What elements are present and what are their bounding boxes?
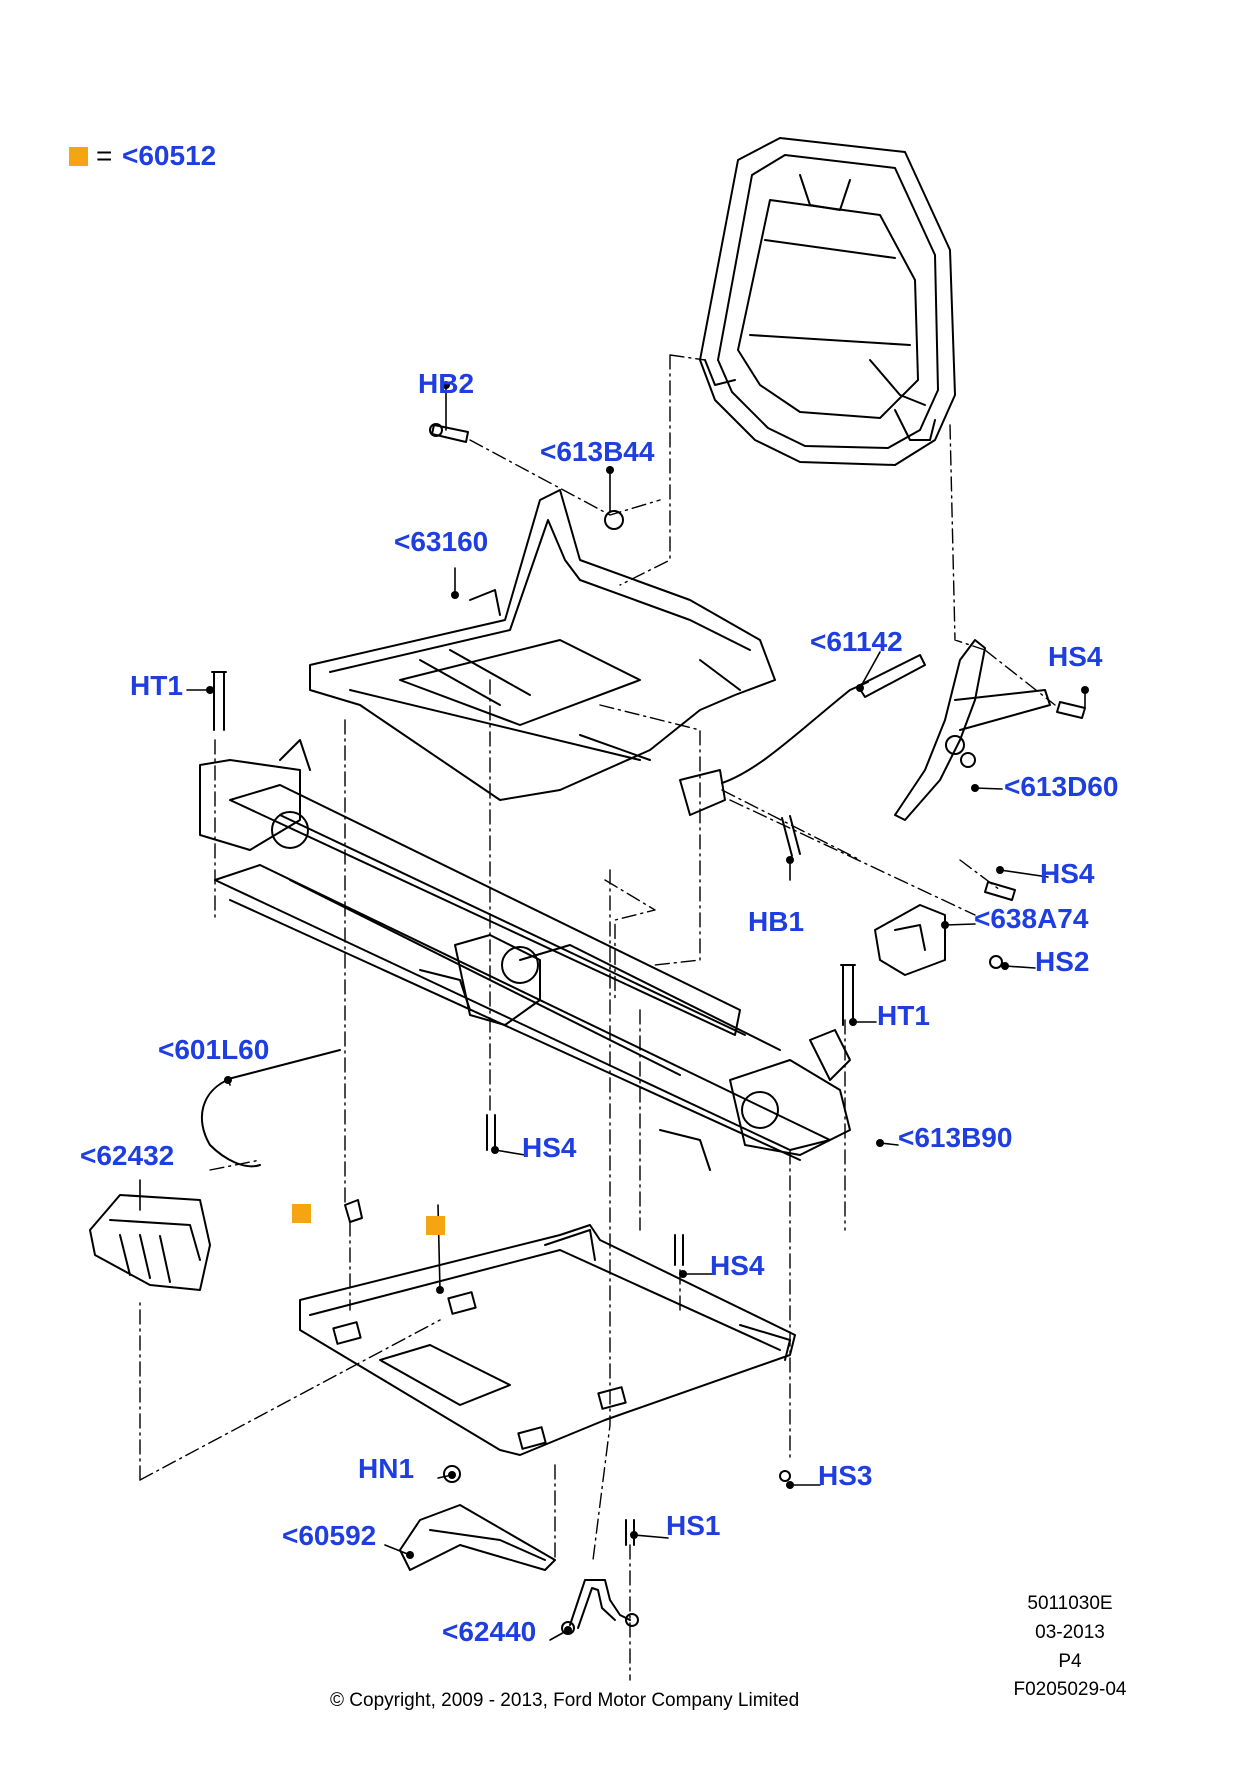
- callout-61142[interactable]: <61142: [810, 626, 903, 657]
- callout-62440[interactable]: <62440: [442, 1616, 537, 1647]
- ground-strap-62440: [561, 1579, 639, 1635]
- seat-rails: [199, 739, 851, 1171]
- callout-638a74[interactable]: <638A74: [974, 903, 1089, 934]
- figure-id: F0205029-04: [1013, 1679, 1127, 1700]
- callout-hs4-top[interactable]: HS4: [1048, 641, 1103, 672]
- callout-hb2[interactable]: HB2: [418, 368, 475, 399]
- legend-equals: =: [96, 140, 113, 171]
- bracket-60592: [399, 1504, 556, 1571]
- callout-hn1[interactable]: HN1: [358, 1453, 415, 1484]
- release-cable: [679, 654, 926, 816]
- page-code: P4: [1058, 1651, 1082, 1672]
- callout-ht1-right[interactable]: HT1: [877, 1000, 930, 1031]
- wire-harness-601l60: [201, 1049, 341, 1168]
- revision-date: 03-2013: [1035, 1622, 1105, 1643]
- callout-hs4-mid[interactable]: HS4: [522, 1132, 577, 1163]
- marker-clip-60512: [292, 1204, 311, 1223]
- copyright-notice: © Copyright, 2009 - 2013, Ford Motor Com…: [330, 1690, 800, 1711]
- marker-plate-60512: [426, 1216, 445, 1235]
- callout-hs1[interactable]: HS1: [666, 1510, 721, 1541]
- callout-hs4-right[interactable]: HS4: [1040, 858, 1095, 889]
- callout-601l60[interactable]: <601L60: [158, 1034, 270, 1065]
- seat-cushion-frame: [309, 489, 776, 801]
- callout-hb1[interactable]: HB1: [748, 906, 805, 937]
- legend-marker-icon: [69, 147, 88, 166]
- switch-housing: [89, 1194, 211, 1291]
- reference-number: 5011030E: [1027, 1593, 1113, 1614]
- callout-613b44[interactable]: <613B44: [540, 436, 655, 467]
- bracket-638a74: [874, 904, 946, 976]
- callout-613b90[interactable]: <613B90: [898, 1122, 1013, 1153]
- fasteners: [211, 423, 1086, 1546]
- callout-62432[interactable]: <62432: [80, 1140, 175, 1171]
- callout-hs2[interactable]: HS2: [1035, 946, 1090, 977]
- seat-back-frame: [699, 137, 956, 466]
- callout-613d60[interactable]: <613D60: [1004, 771, 1119, 802]
- callout-hs3[interactable]: HS3: [818, 1460, 873, 1491]
- callout-ht1-left[interactable]: HT1: [130, 670, 183, 701]
- callout-hs4-low[interactable]: HS4: [710, 1250, 765, 1281]
- callout-63160[interactable]: <63160: [394, 526, 489, 557]
- callout-60592[interactable]: <60592: [282, 1520, 377, 1551]
- recliner-lever: [894, 639, 1051, 821]
- legend-part-label[interactable]: <60512: [122, 140, 217, 171]
